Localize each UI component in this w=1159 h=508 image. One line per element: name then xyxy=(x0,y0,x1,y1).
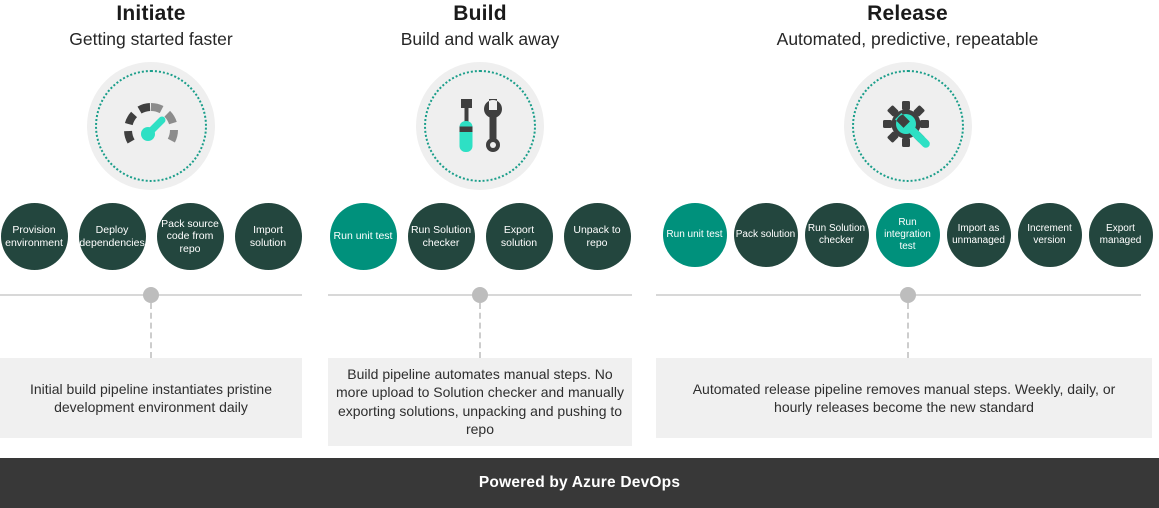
description-box: Build pipeline automates manual steps. N… xyxy=(328,358,632,446)
step-label: Import as unmanaged xyxy=(952,223,1005,246)
step-label: Run unit test xyxy=(666,229,723,240)
step-circle: Pack solution xyxy=(733,203,798,267)
dotted-ring xyxy=(424,70,536,182)
step-circle: Export managed xyxy=(1088,203,1153,267)
timeline-line xyxy=(656,294,1141,296)
step-label: Run Solution checker xyxy=(410,223,472,249)
step-label: Pack source code from repo xyxy=(161,217,219,255)
step-circle: Run Solution checker xyxy=(407,203,475,270)
step-label: Increment version xyxy=(1027,223,1072,246)
phase-header: Initiate Getting started faster xyxy=(0,2,302,50)
step-label: Run integration test xyxy=(884,217,931,252)
step-circle: Deploy dependencies xyxy=(78,203,146,270)
step-circle: Export solution xyxy=(485,203,553,270)
step-label: Run unit test xyxy=(333,230,393,243)
phase-header: Build Build and walk away xyxy=(328,2,632,50)
timeline-connector xyxy=(906,303,909,358)
description-text: Build pipeline automates manual steps. N… xyxy=(336,366,624,438)
step-label: Import solution xyxy=(249,223,287,249)
speedometer-icon xyxy=(117,96,185,156)
phase-title: Release xyxy=(867,2,948,25)
step-label: Run Solution checker xyxy=(807,223,866,246)
phase-column-build: Build Build and walk away xyxy=(328,0,632,458)
tools-icon xyxy=(448,96,512,156)
steps-row: Run unit test Run Solution checker Export … xyxy=(328,203,632,270)
step-circle: Run integration test xyxy=(875,203,940,267)
description-box: Initial build pipeline instantiates pris… xyxy=(0,358,302,438)
step-circle: Increment version xyxy=(1017,203,1082,267)
description-box: Automated release pipeline removes manua… xyxy=(656,358,1152,438)
step-circle: Provision environment xyxy=(0,203,68,270)
phase-icon-circle xyxy=(87,62,215,190)
timeline-dot xyxy=(143,287,159,303)
phase-icon-circle xyxy=(843,62,972,190)
gear-wrench-icon xyxy=(875,94,941,158)
steps-row: Run unit test Pack solution Run Solution c… xyxy=(656,203,1159,267)
phase-column-initiate: Initiate Getting started faster Provisio… xyxy=(0,0,302,458)
step-circle: Import solution xyxy=(234,203,302,270)
step-circle: Run unit test xyxy=(662,203,727,267)
timeline-dot xyxy=(899,287,916,303)
phase-subtitle: Getting started faster xyxy=(69,29,233,49)
step-circle: Run Solution checker xyxy=(804,203,869,267)
phase-column-release: Release Automated, predictive, repeatabl… xyxy=(656,0,1159,458)
phase-header: Release Automated, predictive, repeatabl… xyxy=(656,2,1159,50)
phase-subtitle: Automated, predictive, repeatable xyxy=(776,29,1039,49)
phase-title: Initiate xyxy=(116,2,186,25)
step-label: Export solution xyxy=(500,223,538,249)
timeline-dot xyxy=(472,287,488,303)
step-circle: Pack source code from repo xyxy=(156,203,224,270)
steps-row: Provision environment Deploy dependencies… xyxy=(0,203,302,270)
step-circle: Unpack to repo xyxy=(563,203,631,270)
step-label: Export managed xyxy=(1099,223,1142,246)
timeline-connector xyxy=(150,303,152,358)
dotted-ring xyxy=(851,70,964,182)
description-text: Initial build pipeline instantiates pris… xyxy=(29,380,273,415)
step-circle: Import as unmanaged xyxy=(946,203,1011,267)
step-label: Deploy dependencies xyxy=(79,223,145,249)
dotted-ring xyxy=(95,70,207,182)
phase-subtitle: Build and walk away xyxy=(400,29,560,49)
step-label: Pack solution xyxy=(735,229,796,240)
step-label: Provision environment xyxy=(5,223,63,249)
phase-icon-circle xyxy=(416,62,544,190)
footer-bar: Powered by Azure DevOps xyxy=(0,458,1159,508)
timeline-connector xyxy=(479,303,481,358)
phase-title: Build xyxy=(453,2,507,25)
step-label: Unpack to repo xyxy=(573,223,621,249)
description-text: Automated release pipeline removes manua… xyxy=(692,380,1116,415)
footer-label: Powered by Azure DevOps xyxy=(478,474,681,491)
step-circle: Run unit test xyxy=(329,203,397,270)
